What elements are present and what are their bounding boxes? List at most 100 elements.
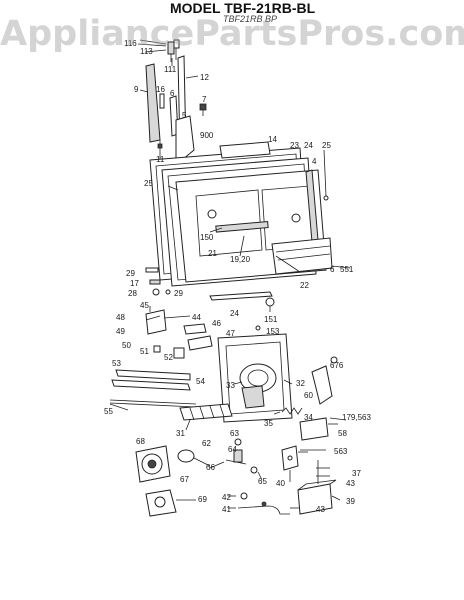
callout: 32 xyxy=(296,379,305,388)
part-51 xyxy=(153,345,161,353)
knob-52 xyxy=(173,347,185,359)
callout: 47 xyxy=(226,329,235,338)
callout: 6 xyxy=(170,89,175,98)
callout: 68 xyxy=(136,437,145,446)
callout: 25 xyxy=(322,141,331,150)
callout: 16 xyxy=(156,85,165,94)
terminal-37-43 xyxy=(316,460,330,484)
callout: 42 xyxy=(222,493,231,502)
hinge-pin-parts xyxy=(137,39,180,66)
rail-55 xyxy=(109,399,197,408)
callout: 116 xyxy=(124,39,137,48)
callout: 55 xyxy=(104,407,113,416)
callout: 25 xyxy=(144,179,153,188)
callout: 52 xyxy=(164,353,173,362)
callout: 150 xyxy=(200,233,214,242)
callout: 37 xyxy=(352,469,361,478)
tubing-41-42 xyxy=(237,492,290,515)
callout: 17 xyxy=(130,279,139,288)
page-subtitle: TBF21RB BP xyxy=(223,14,278,24)
callout: 62 xyxy=(202,439,211,448)
callout: 49 xyxy=(116,327,125,336)
callout: 41 xyxy=(222,505,231,514)
callout: 179,563 xyxy=(342,413,371,422)
callout: 563 xyxy=(334,447,348,456)
shelf-54 xyxy=(111,379,191,391)
spring-34 xyxy=(281,407,303,415)
thermostat-60 xyxy=(311,356,338,405)
callout: 51 xyxy=(140,347,149,356)
callout: 48 xyxy=(116,313,125,322)
callout: 9 xyxy=(134,85,139,94)
parts-63-66 xyxy=(225,438,258,474)
callout: 7 xyxy=(202,95,207,104)
callout: 66 xyxy=(206,463,215,472)
callout: 63 xyxy=(230,429,239,438)
callout: 39 xyxy=(346,497,355,506)
callout: 113 xyxy=(140,47,153,56)
door-strip-9 xyxy=(139,63,161,143)
callout: 551 xyxy=(340,265,354,274)
callout: 21 xyxy=(208,249,217,258)
bracket-5 xyxy=(175,115,195,161)
callout: 40 xyxy=(276,479,285,488)
connector-563 xyxy=(281,445,308,471)
callout: 24 xyxy=(304,141,313,150)
shelf-53 xyxy=(115,369,191,381)
callout: 33 xyxy=(226,381,235,390)
callout: 46 xyxy=(212,319,221,328)
callout: 23 xyxy=(290,141,299,150)
base-plate-69 xyxy=(145,489,177,517)
callout-labels: 116 113 111 12 9 16 6 7 5 900 14 11 23 2… xyxy=(104,39,371,514)
callout: 43 xyxy=(316,505,325,514)
callout: 34 xyxy=(304,413,313,422)
callout: 29 xyxy=(126,269,135,278)
callout: 24 xyxy=(230,309,239,318)
callout: 22 xyxy=(300,281,309,290)
callout: 111 xyxy=(164,65,177,74)
page-title: MODEL TBF-21RB-BL xyxy=(170,0,316,16)
callout: 54 xyxy=(196,377,205,386)
callout: 676 xyxy=(330,361,344,370)
door-shelf-22 xyxy=(271,237,333,275)
callout: 67 xyxy=(180,475,189,484)
callout: 900 xyxy=(200,131,214,140)
part-16 xyxy=(159,93,165,109)
control-bracket-44 xyxy=(145,306,191,335)
callout: 60 xyxy=(304,391,313,400)
callout: 44 xyxy=(192,313,201,322)
rod-25 xyxy=(323,149,329,201)
callout: 50 xyxy=(122,341,131,350)
callout: 4 xyxy=(312,157,317,166)
callout: 28 xyxy=(128,289,137,298)
tray-31 xyxy=(179,403,233,421)
fan-motor-68 xyxy=(135,445,171,483)
callout: 64 xyxy=(228,445,237,454)
door-handle-14 xyxy=(219,141,271,159)
screw-7 xyxy=(199,103,207,116)
screw-153 xyxy=(255,325,261,331)
part-46-47 xyxy=(183,323,213,351)
trim-bar-24 xyxy=(209,291,275,312)
callout: 6 xyxy=(330,265,335,274)
callout: 45 xyxy=(140,301,149,310)
callout: 153 xyxy=(266,327,280,336)
callout: 151 xyxy=(264,315,278,324)
bracket-58 xyxy=(299,417,338,441)
small-hinge-parts xyxy=(145,267,171,296)
freezer-liner-frame xyxy=(217,333,293,423)
fan-blade-62 xyxy=(177,449,195,463)
callout: 19,20 xyxy=(230,255,251,264)
callout: 65 xyxy=(258,477,267,486)
callout: 5 xyxy=(182,111,187,120)
screw-11 xyxy=(157,140,163,160)
callout: 35 xyxy=(264,419,273,428)
leader-lines xyxy=(109,39,347,509)
callout: 58 xyxy=(338,429,347,438)
callout: 11 xyxy=(156,155,165,164)
callout: 12 xyxy=(200,73,209,82)
callout: 69 xyxy=(198,495,207,504)
callout: 43 xyxy=(346,479,355,488)
callout: 31 xyxy=(176,429,185,438)
